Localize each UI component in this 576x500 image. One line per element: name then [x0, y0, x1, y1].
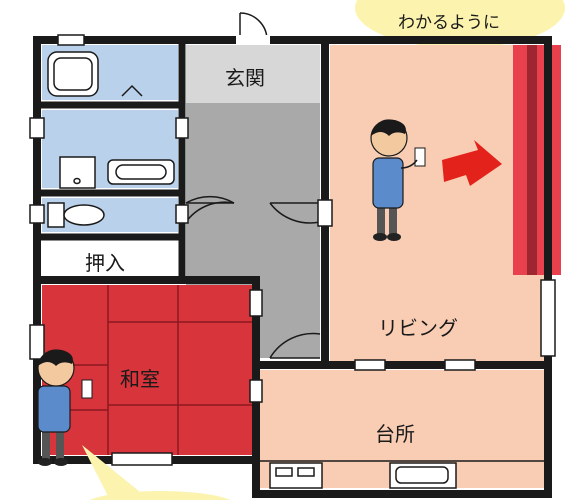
washbasin-icon — [59, 156, 96, 189]
room-label-japanese: 和室 — [120, 367, 160, 391]
bathtub-icon — [47, 51, 99, 97]
entrance-floor — [186, 45, 320, 103]
phone-icon — [414, 147, 426, 167]
kitchen-sink-icon — [389, 462, 457, 489]
room-label-kitchen: 台所 — [375, 422, 415, 446]
room-label-entrance: 玄関 — [225, 66, 265, 90]
stove-icon — [269, 462, 323, 489]
drain-icon — [121, 84, 143, 97]
room-label-closet: 押入 — [85, 251, 125, 275]
speech-bubble-bottom — [82, 445, 231, 500]
closet-floor — [42, 242, 178, 275]
arrow-icon — [442, 140, 502, 186]
highlighted-wall — [513, 45, 561, 275]
window-icons — [29, 34, 556, 466]
speech-bubble-text: わかるように — [398, 13, 500, 33]
person-icon-japanese-room — [37, 349, 93, 466]
room-label-living: リビング — [378, 316, 458, 340]
living-floor — [330, 45, 544, 361]
japanese-room-floor — [42, 285, 252, 455]
bathroom-sink-icon — [107, 159, 175, 185]
person-icon — [370, 119, 426, 241]
door-swing-icons — [185, 195, 321, 359]
toilet-icon — [47, 202, 105, 228]
tatami-lines — [42, 285, 252, 455]
